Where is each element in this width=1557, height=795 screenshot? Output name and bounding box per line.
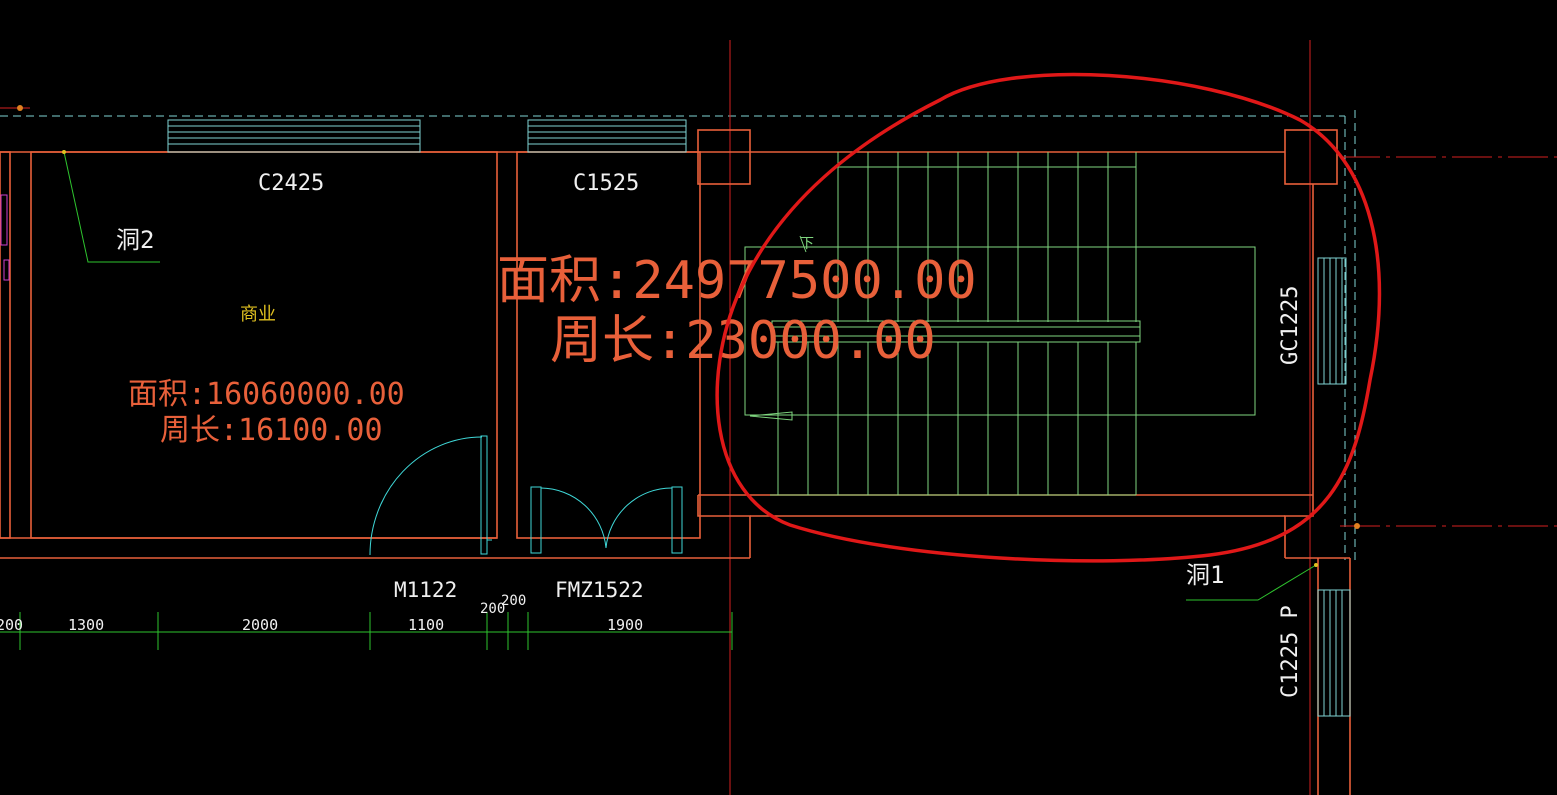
room-name: 商业 — [240, 304, 276, 325]
stair-down-label: 下 — [800, 236, 814, 252]
leader-dot-right — [1314, 563, 1318, 567]
dimension-line — [0, 612, 733, 650]
dim-value-3: 2000 — [242, 616, 278, 634]
stair-room-perimeter: 周长:23000.00 — [550, 311, 936, 371]
axis-marker-dot — [17, 105, 23, 111]
leader-lines — [63, 151, 1317, 601]
door-m1122-symbol — [369, 435, 492, 556]
window-label-c1225p: C1225 P — [1278, 605, 1303, 698]
window-gc1225-symbol — [1317, 257, 1347, 385]
drawing-labels: C2425 C1525 GC1225 C1225 P M1122 FMZ1522… — [0, 171, 1303, 698]
left-edge-fragment — [0, 194, 10, 281]
window-c1225p-symbol — [1317, 589, 1351, 717]
leader-dot-left — [62, 150, 66, 154]
door-fmz1522-symbol — [530, 486, 683, 554]
stair-symbol — [744, 152, 1256, 496]
door-label-fmz1522: FMZ1522 — [555, 578, 644, 602]
axis-marker-dot-right — [1354, 523, 1360, 529]
opening-label-dong2: 洞2 — [116, 226, 154, 254]
highlight-loop — [715, 72, 1382, 563]
dim-value-2: 1300 — [68, 616, 104, 634]
dim-value-7: 1900 — [607, 616, 643, 634]
window-label-gc1225: GC1225 — [1278, 286, 1303, 365]
window-c1525-symbol — [527, 119, 687, 153]
window-c2425-symbol — [167, 119, 421, 153]
room-perimeter: 周长:16100.00 — [160, 413, 383, 448]
window-label-c1525: C1525 — [573, 171, 639, 196]
dim-value-6: 200 — [501, 593, 526, 609]
dim-value-1: 200 — [0, 616, 23, 634]
dim-value-5: 200 — [480, 601, 505, 617]
dashed-reference-lines — [0, 110, 1356, 560]
door-label-m1122: M1122 — [394, 578, 457, 602]
window-label-c2425: C2425 — [258, 171, 324, 196]
axis-lines — [0, 40, 1557, 795]
room-area: 面积:16060000.00 — [128, 377, 405, 412]
opening-label-dong1: 洞1 — [1186, 561, 1224, 589]
dim-value-4: 1100 — [408, 616, 444, 634]
